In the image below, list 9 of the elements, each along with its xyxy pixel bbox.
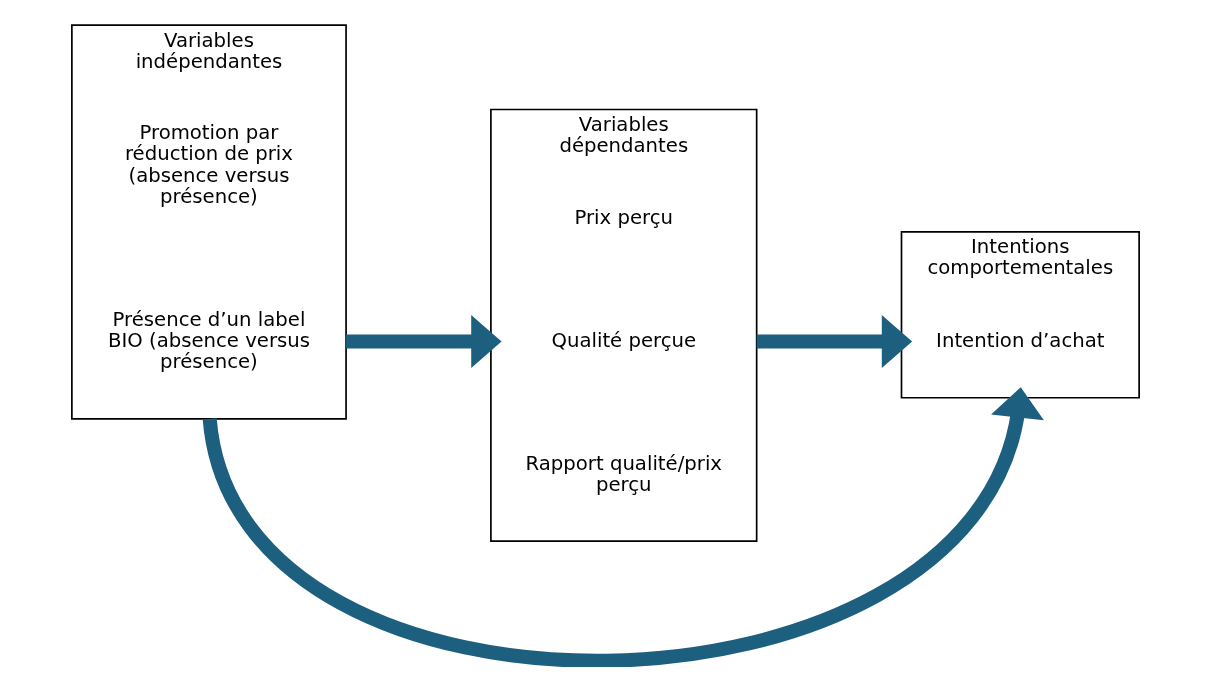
arrow xyxy=(756,314,912,369)
node-text: Promotion par réduction de prix (absence versus présence) xyxy=(124,121,293,208)
node-text: Rapport qualité/prix perçu xyxy=(525,451,722,496)
arrow xyxy=(345,314,502,369)
node-text: Présence d’un label BIO (absence versus présence) xyxy=(107,307,310,373)
node-text: Intention d’achat xyxy=(935,328,1104,352)
arrow xyxy=(202,387,1044,667)
node-text: Prix perçu xyxy=(574,206,673,230)
node-text: Qualité perçue xyxy=(550,328,696,352)
